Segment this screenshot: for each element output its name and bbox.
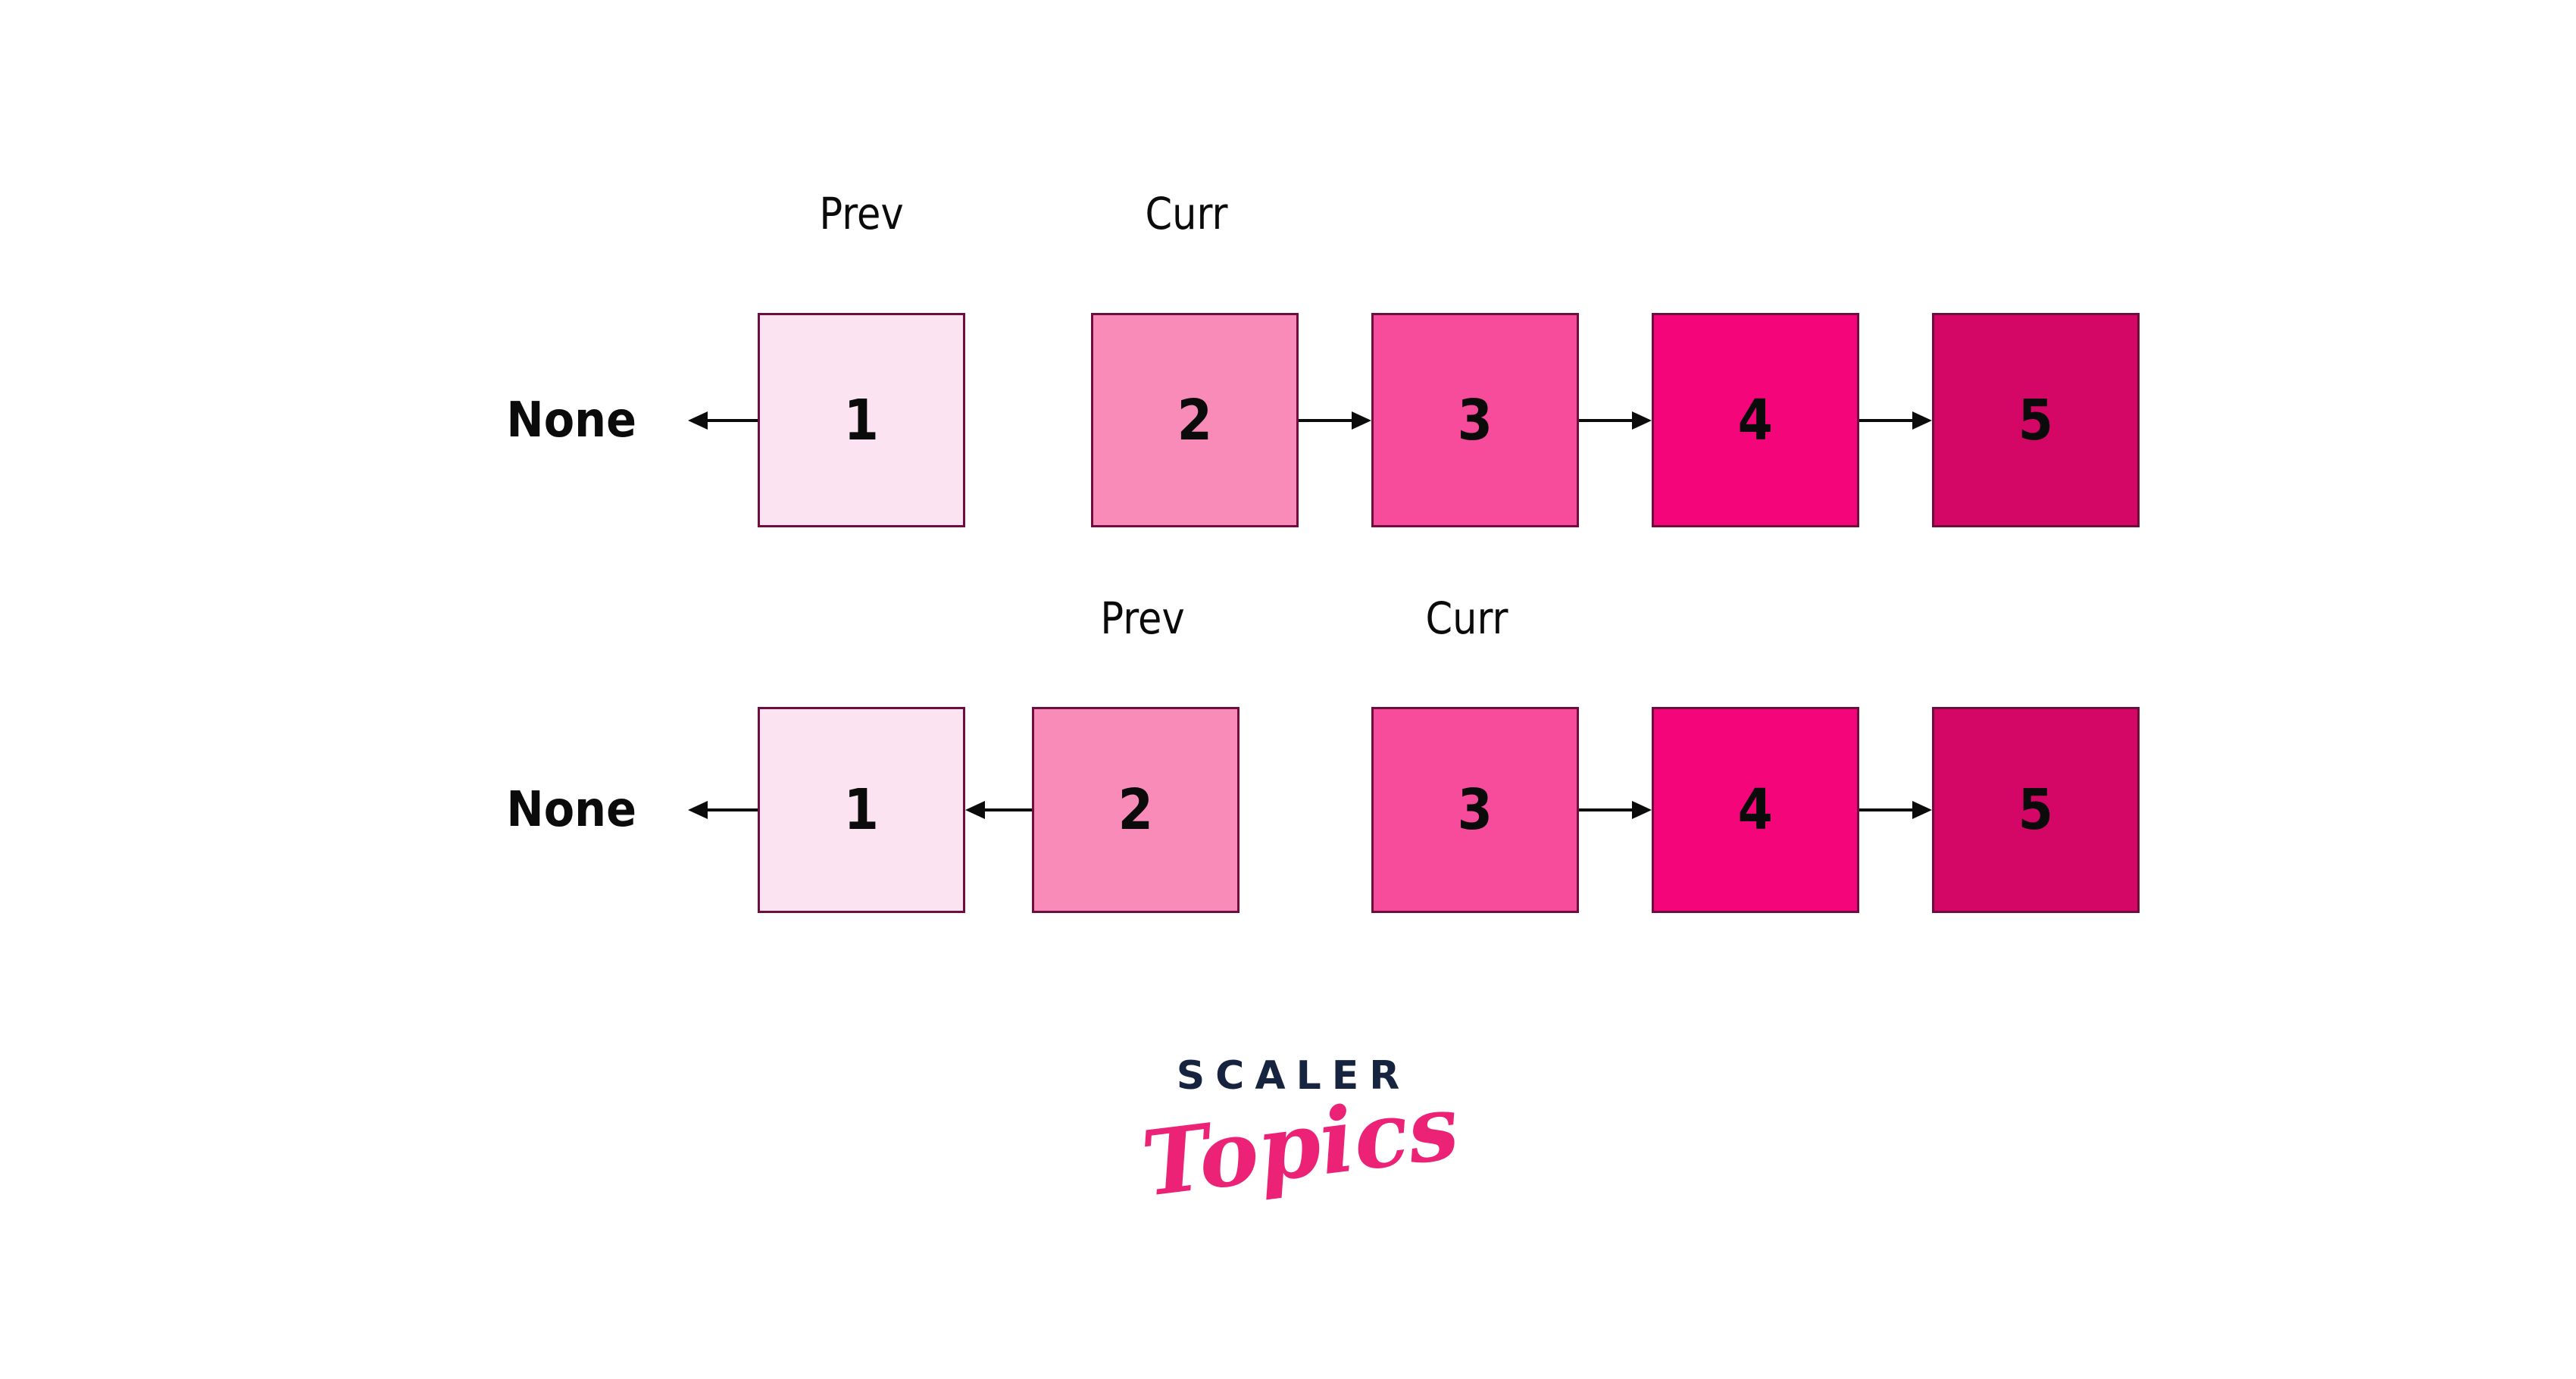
arrow-shaft [1859,419,1917,422]
arrow-shaft [1299,419,1356,422]
logo-brand-text: SCALER [1176,1053,1411,1099]
arrow-node1-to-none [688,801,758,819]
curr-pointer-label: Curr [1425,593,1508,644]
node-box-2: 2 [1091,313,1299,527]
arrow-shaft [1859,808,1917,811]
node-value: 2 [1177,387,1213,453]
arrow-shaft [1579,808,1637,811]
node-value: 4 [1737,387,1774,453]
arrow-shaft [703,808,758,811]
node-box-4: 4 [1652,313,1859,527]
node-box-5: 5 [1932,313,2140,527]
none-label: None [506,782,636,838]
arrowhead-right-icon [1632,411,1652,430]
node-value: 1 [843,777,880,843]
node-value: 1 [843,387,880,453]
node-value: 2 [1118,777,1154,843]
node-value: 5 [2018,777,2054,843]
prev-pointer-label: Prev [819,188,904,239]
node-box-1: 1 [758,707,965,913]
arrowhead-right-icon [1632,801,1652,819]
none-label: None [506,392,636,449]
arrow-node2-to-node1 [965,801,1032,819]
arrow-shaft [1579,419,1637,422]
arrowhead-right-icon [1352,411,1371,430]
node-box-3: 3 [1371,707,1579,913]
node-value: 5 [2018,387,2054,453]
node-value: 4 [1737,777,1774,843]
prev-pointer-label: Prev [1100,593,1185,644]
node-box-2: 2 [1032,707,1240,913]
arrow-node1-to-none [688,411,758,430]
curr-pointer-label: Curr [1145,188,1228,239]
node-box-1: 1 [758,313,965,527]
node-value: 3 [1457,777,1493,843]
arrowhead-right-icon [1912,801,1932,819]
node-value: 3 [1457,387,1493,453]
arrow-node2-to-node3 [1299,411,1371,430]
arrow-node4-to-node5 [1859,411,1932,430]
scaler-topics-logo: SCALER Topics [1136,1053,1464,1217]
node-box-5: 5 [1932,707,2140,913]
arrow-node4-to-node5 [1859,801,1932,819]
arrow-shaft [703,419,758,422]
node-box-3: 3 [1371,313,1579,527]
node-box-4: 4 [1652,707,1859,913]
arrow-node3-to-node4 [1579,411,1652,430]
arrow-shaft [980,808,1032,811]
arrowhead-right-icon [1912,411,1932,430]
arrow-node3-to-node4 [1579,801,1652,819]
